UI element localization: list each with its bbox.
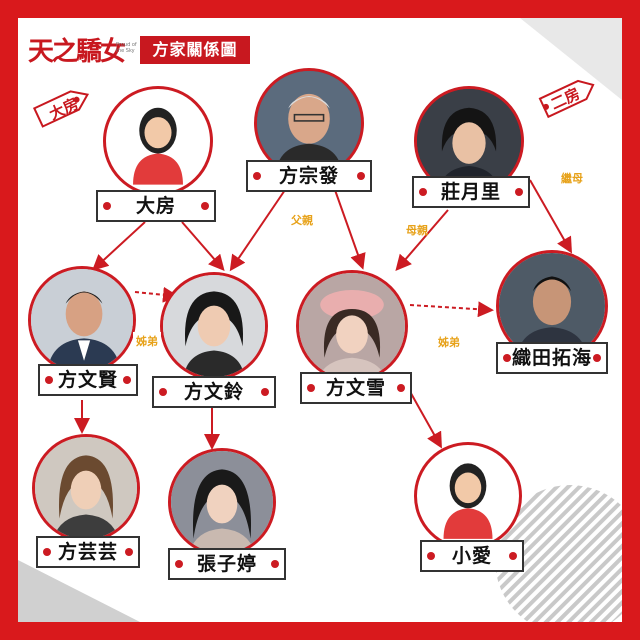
striped-circle-decoration (495, 485, 622, 622)
label-siblings-right: 姊弟 (438, 336, 460, 349)
photo-wenling (160, 272, 268, 380)
nameplate-wenxian: 方文賢 (38, 364, 138, 396)
nameplate-ziting: 張子婷 (168, 548, 286, 580)
photo-yunyun (32, 434, 140, 542)
avatar-dafang (103, 86, 213, 196)
woman-portrait-photo (35, 437, 137, 539)
female-placeholder-icon (133, 107, 183, 185)
logo-text: 天之驕女 (28, 37, 126, 67)
tag-big-house: 大房 (28, 82, 98, 130)
name-ziting: 張子婷 (196, 553, 257, 575)
tag-shape (538, 79, 595, 119)
woman-portrait-photo (299, 273, 405, 379)
woman-portrait-photo (171, 451, 273, 553)
name-xiaoai: 小愛 (451, 545, 492, 567)
show-logo: 天之驕女 Proud of the Sky (28, 32, 138, 72)
photo-wenxue (296, 270, 408, 382)
label-stepmother: 繼母 (561, 172, 583, 185)
nameplate-zongfa: 方宗發 (246, 160, 372, 192)
name-tuohai: 織田拓海 (511, 347, 592, 369)
nameplate-yueli: 莊月里 (412, 176, 530, 208)
man-portrait-photo (31, 269, 133, 371)
nameplate-tuohai: 織田拓海 (496, 342, 608, 374)
nameplate-wenling: 方文鈴 (152, 376, 276, 408)
nameplate-yunyun: 方芸芸 (36, 536, 140, 568)
tag-second-house: 二房 (528, 72, 602, 124)
corner-triangle-decoration (18, 560, 140, 622)
nameplate-dafang: 大房 (96, 190, 216, 222)
avatar-xiaoai (414, 442, 522, 550)
name-dafang: 大房 (135, 195, 176, 217)
corner-triangle-decoration (520, 18, 622, 100)
name-zongfa: 方宗發 (278, 165, 339, 187)
female-placeholder-icon (443, 463, 493, 539)
name-yunyun: 方芸芸 (57, 541, 118, 563)
label-mother: 母親 (406, 224, 428, 237)
woman-portrait-photo (163, 275, 265, 377)
name-wenling: 方文鈴 (183, 381, 244, 403)
name-yueli: 莊月里 (440, 181, 501, 203)
nameplate-xiaoai: 小愛 (420, 540, 524, 572)
label-siblings-left: 姊弟 (133, 332, 161, 350)
nameplate-wenxue: 方文雪 (300, 372, 412, 404)
name-wenxue: 方文雪 (325, 377, 386, 399)
tag-shape (32, 90, 90, 128)
logo-subtext: Proud of the Sky (116, 42, 137, 54)
photo-wenxian (28, 266, 136, 374)
photo-ziting (168, 448, 276, 556)
name-wenxian: 方文賢 (57, 369, 118, 391)
label-father: 父親 (291, 214, 313, 227)
chart-title: 方家關係圖 (140, 36, 250, 64)
